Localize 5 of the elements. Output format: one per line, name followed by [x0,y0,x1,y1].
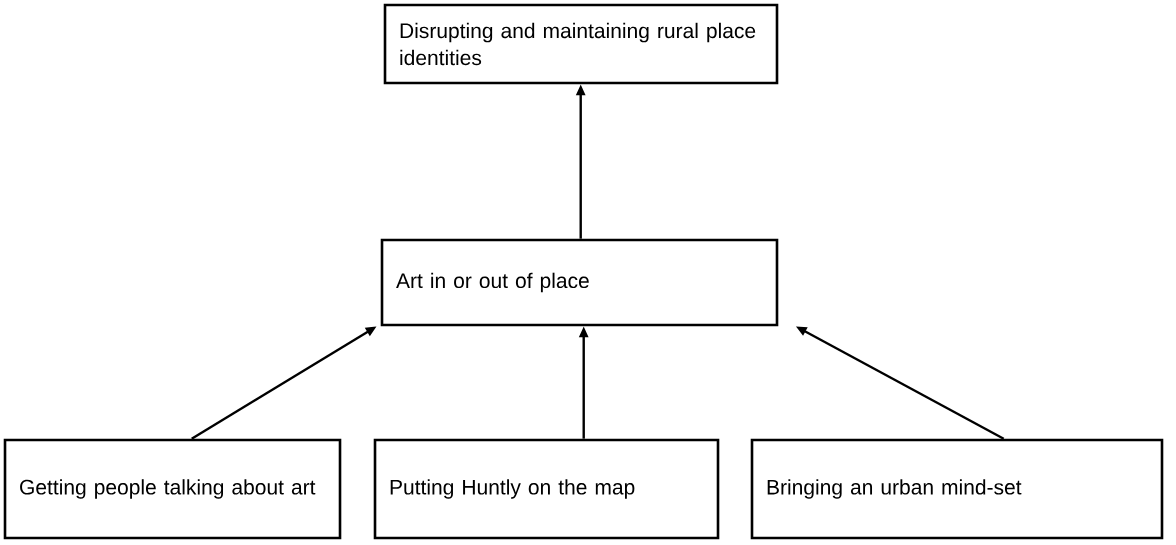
process-box: Disrupting and maintaining rural place identities [383,3,779,85]
process-box: Art in or out of place [380,238,779,327]
process-box: Getting people talking about art [3,438,342,540]
process-box: Putting Huntly on the map [373,438,720,540]
process-box: Bringing an urban mind-set [750,438,1164,540]
